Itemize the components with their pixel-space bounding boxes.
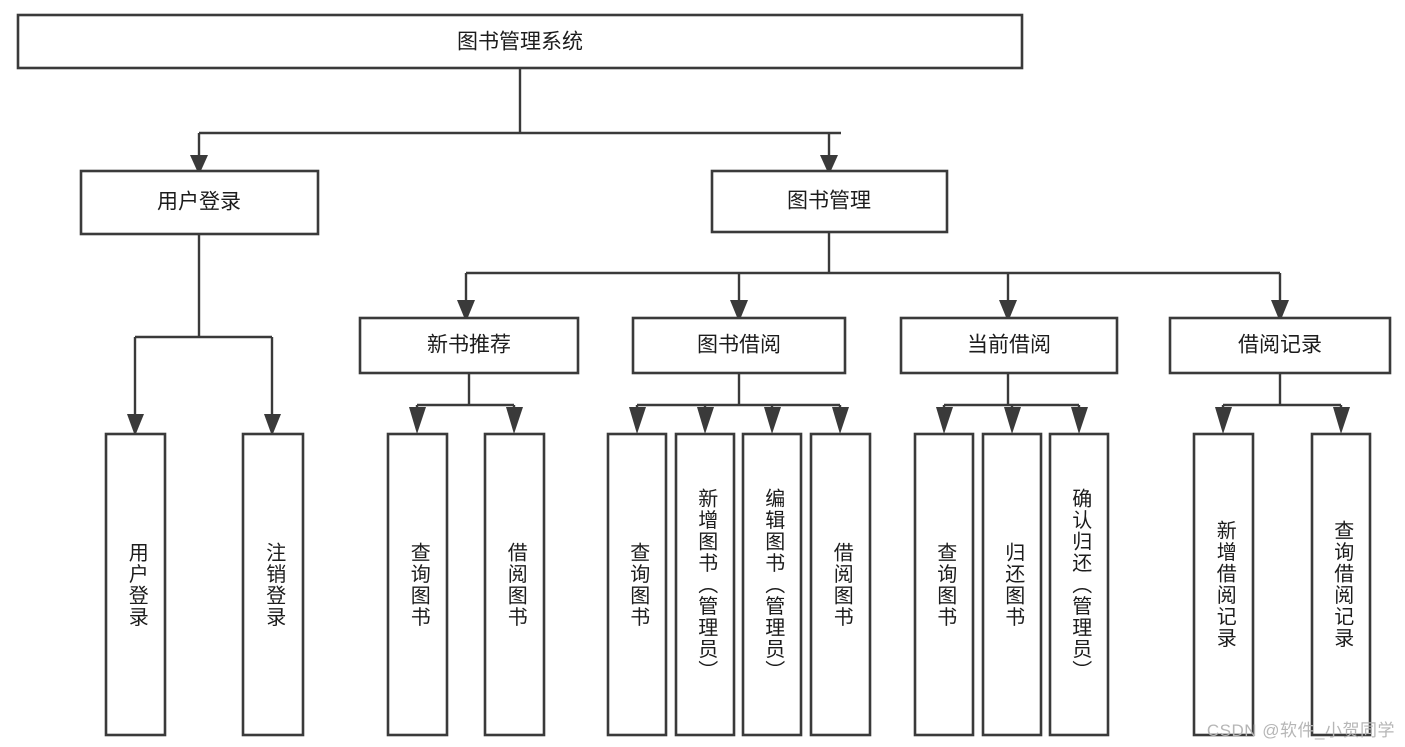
connector-layer [127, 68, 1350, 436]
node-box-leaf-add-book[interactable] [674, 432, 736, 737]
arrowhead-leaf-borrow-book-1 [506, 407, 523, 434]
node-label-user-login: 用户登录 [157, 191, 241, 214]
arrowhead-leaf-edit-book [764, 407, 781, 434]
node-box-leaf-logout[interactable] [241, 432, 305, 737]
node-box-book-borrow[interactable] [631, 316, 847, 375]
arrowhead-new-book [457, 300, 475, 322]
node-box-leaf-query-book-1[interactable] [386, 432, 449, 737]
arrowhead-leaf-return-book [1004, 407, 1021, 434]
node-box-leaf-query-book-2[interactable] [606, 432, 668, 737]
arrowhead-leaf-query-book-1 [409, 407, 426, 434]
arrowhead-leaf-logout [264, 414, 281, 436]
node-box-new-book-recommend[interactable] [358, 316, 580, 375]
node-box-leaf-query-book-3[interactable] [913, 432, 975, 737]
node-box-leaf-return-book[interactable] [981, 432, 1043, 737]
node-box-leaf-query-record[interactable] [1310, 432, 1372, 737]
arrowhead-leaf-add-book [697, 407, 714, 434]
node-box-leaf-confirm-return[interactable] [1048, 432, 1110, 737]
node-label-root: 图书管理系统 [457, 31, 583, 54]
node-box-root[interactable] [16, 13, 1024, 70]
node-label-current-borrow: 当前借阅 [967, 334, 1051, 357]
node-box-leaf-add-record[interactable] [1192, 432, 1255, 737]
arrowhead-leaf-query-record [1333, 407, 1350, 434]
arrowhead-leaf-query-book-3 [936, 407, 953, 434]
node-box-borrow-record[interactable] [1168, 316, 1392, 375]
arrowhead-leaf-add-record [1215, 407, 1232, 434]
node-box-book-manage[interactable] [710, 169, 949, 234]
node-label-new-book-recommend: 新书推荐 [427, 334, 511, 357]
arrowhead-book-borrow [730, 300, 748, 322]
node-box-leaf-edit-book[interactable] [741, 432, 803, 737]
node-box-leaf-borrow-book-2[interactable] [809, 432, 872, 737]
node-box-current-borrow[interactable] [899, 316, 1119, 375]
arrowhead-book-manage [820, 155, 838, 175]
node-label-book-manage: 图书管理 [787, 190, 871, 213]
node-layer: 图书管理系统 用户登录 图书管理 新书推荐 图书借阅 当前借阅 借阅记录 [16, 13, 1392, 737]
arrowhead-leaf-borrow-book-2 [832, 407, 849, 434]
arrowhead-borrow-record [1271, 300, 1289, 322]
node-box-leaf-user-login[interactable] [104, 432, 167, 737]
arrowhead-user-login [190, 155, 208, 175]
csdn-watermark: CSDN @软件_小贺同学 [1206, 721, 1395, 740]
arrowhead-leaf-query-book-2 [629, 407, 646, 434]
node-label-book-borrow: 图书借阅 [697, 334, 781, 357]
node-box-user-login[interactable] [79, 169, 320, 236]
arrowhead-current-borrow [999, 300, 1017, 322]
arrowhead-leaf-confirm-return [1071, 407, 1088, 434]
node-label-borrow-record: 借阅记录 [1238, 334, 1322, 357]
arrowhead-leaf-user-login [127, 414, 144, 436]
node-box-leaf-borrow-book-1[interactable] [483, 432, 546, 737]
